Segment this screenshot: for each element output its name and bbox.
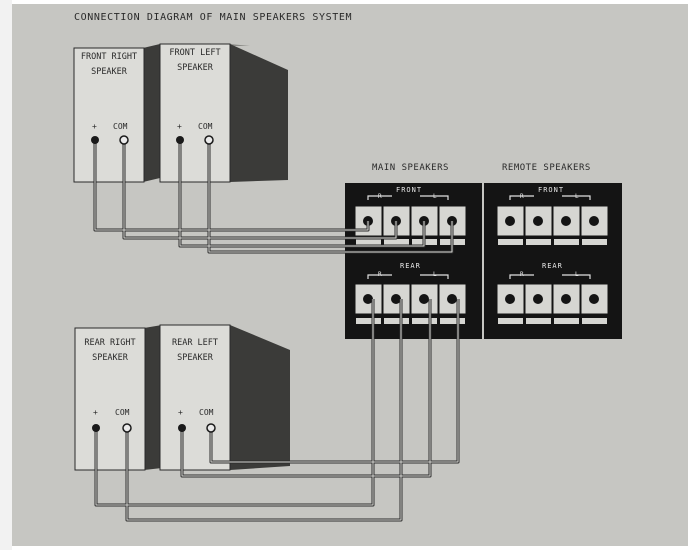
rear-wires — [94, 299, 460, 522]
remote-rear-l-label: L — [575, 271, 579, 278]
remote-rear-label: REAR — [542, 262, 563, 270]
rear-left-com-terminal — [206, 423, 216, 433]
front-right-speaker-label: FRONT RIGHT SPEAKER — [74, 50, 144, 80]
remote-speakers-panel — [484, 183, 622, 339]
remote-brackets — [509, 195, 591, 279]
front-left-speaker-side — [230, 44, 288, 182]
rear-left-speaker-label: REAR LEFT SPEAKER — [160, 336, 230, 366]
main-rear-r-label: R — [378, 271, 382, 278]
remote-rear-clips — [498, 318, 607, 324]
remote-front-r-label: R — [520, 193, 524, 200]
rear-left-speaker — [159, 324, 290, 471]
rear-left-speaker-line2: SPEAKER — [177, 353, 213, 363]
rear-right-speaker-line2: SPEAKER — [92, 353, 128, 363]
diagram-title: CONNECTION DIAGRAM OF MAIN SPEAKERS SYST… — [74, 12, 353, 23]
front-right-speaker-side — [143, 44, 160, 182]
left-border — [0, 0, 12, 550]
front-left-speaker-label: FRONT LEFT SPEAKER — [160, 46, 230, 76]
remote-front-clips — [498, 239, 607, 245]
main-speakers-panel — [345, 183, 482, 339]
remote-rear-r-label: R — [520, 271, 524, 278]
main-front-r-label: R — [378, 193, 382, 200]
main-rear-l-label: L — [433, 271, 437, 278]
rear-right-speaker-face — [74, 327, 146, 471]
front-left-plus-label: + — [177, 122, 182, 131]
main-rear-knobs — [363, 294, 457, 304]
front-left-speaker-line2: SPEAKER — [177, 63, 213, 73]
rear-left-speaker-line1: REAR LEFT — [171, 338, 219, 348]
front-left-speaker — [159, 43, 288, 183]
remote-front-l-label: L — [575, 193, 579, 200]
rear-left-speaker-side — [230, 325, 290, 470]
rear-right-speaker — [74, 325, 162, 471]
front-right-speaker-face — [73, 47, 145, 183]
remote-rear-knobs — [505, 294, 599, 304]
rear-left-plus-terminal — [178, 424, 186, 432]
front-left-com-label: COM — [198, 122, 213, 131]
front-right-com-terminal — [119, 135, 129, 145]
main-rear-clips — [356, 318, 465, 324]
rear-right-speaker-line1: REAR RIGHT — [84, 338, 136, 348]
front-wires — [93, 140, 454, 254]
remote-front-knobs — [505, 216, 599, 226]
front-right-speaker — [73, 44, 160, 183]
main-front-l-label: L — [433, 193, 437, 200]
remote-speakers-label: REMOTE SPEAKERS — [502, 163, 591, 173]
remote-front-terminals — [496, 205, 609, 237]
front-left-speaker-face — [159, 43, 231, 183]
front-left-com-terminal — [204, 135, 214, 145]
rear-right-plus-terminal — [92, 424, 100, 432]
rear-left-speaker-face — [159, 324, 231, 471]
main-rear-label: REAR — [400, 262, 421, 270]
rear-right-speaker-label: REAR RIGHT SPEAKER — [75, 336, 145, 366]
rear-left-com-label: COM — [199, 408, 214, 417]
rear-right-speaker-side — [144, 325, 162, 470]
main-front-label: FRONT — [396, 186, 423, 194]
rear-right-plus-label: + — [93, 408, 98, 417]
front-left-speaker-line1: FRONT LEFT — [169, 48, 221, 58]
front-right-speaker-line1: FRONT RIGHT — [80, 52, 138, 62]
front-right-com-label: COM — [113, 122, 128, 131]
front-left-plus-terminal — [176, 136, 184, 144]
main-rear-terminals — [354, 283, 467, 315]
main-speakers-label: MAIN SPEAKERS — [372, 163, 449, 173]
remote-front-label: FRONT — [538, 186, 565, 194]
speaker-terminals — [91, 135, 216, 433]
front-right-plus-terminal — [91, 136, 99, 144]
main-brackets — [367, 195, 449, 279]
rear-right-com-label: COM — [115, 408, 130, 417]
rear-left-plus-label: + — [178, 408, 183, 417]
rear-right-com-terminal — [122, 423, 132, 433]
front-right-speaker-line2: SPEAKER — [91, 67, 127, 77]
front-right-plus-label: + — [92, 122, 97, 131]
